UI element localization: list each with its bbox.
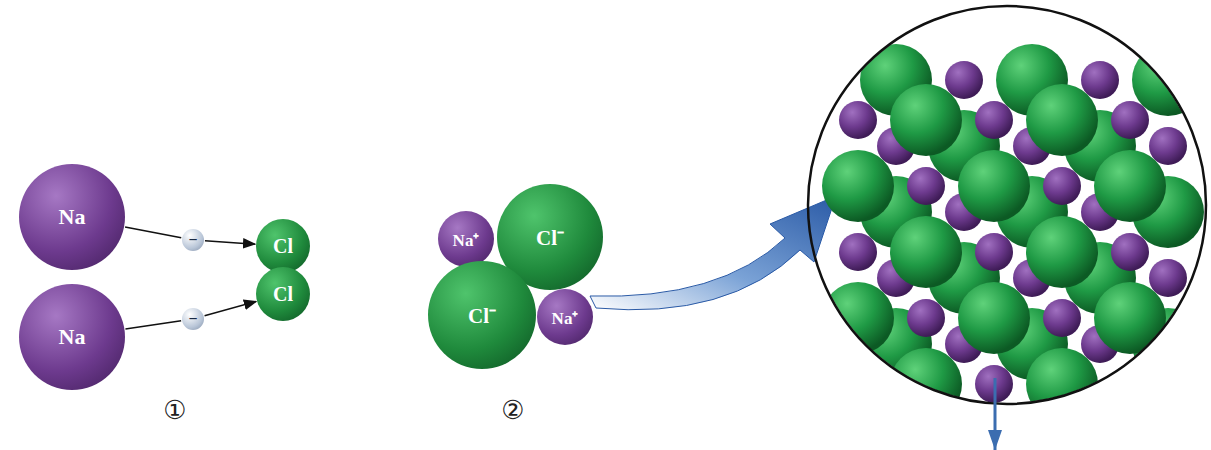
- atom-symbol: Na: [59, 204, 86, 230]
- sodium-atom: Na: [19, 284, 125, 390]
- chloride-ion: [1094, 150, 1166, 222]
- sodium-ion: [839, 101, 877, 139]
- chloride-ion: [890, 84, 962, 156]
- sodium-ion: [945, 61, 983, 99]
- atom-symbol: Cl⁻: [536, 223, 564, 251]
- atom-symbol: Cl: [273, 283, 293, 306]
- front-layer: [822, 84, 1166, 420]
- atom-symbol: Na: [59, 324, 86, 350]
- chloride-ion: [890, 348, 962, 420]
- electron: −: [182, 308, 204, 330]
- atom-symbol: Na⁺: [453, 228, 480, 251]
- sodium-ion: [839, 365, 877, 403]
- sodium-ion: [975, 233, 1013, 271]
- electron-transfer-line: [125, 227, 181, 238]
- crystal-lattice: [822, 44, 1204, 420]
- atom-symbol: −: [188, 231, 197, 249]
- sodium-ion: [1149, 127, 1187, 165]
- chloride-ion: [890, 216, 962, 288]
- pointer-head: [988, 430, 1002, 450]
- sodium-ion: Na⁺: [537, 289, 593, 345]
- back-layer: [860, 44, 1204, 380]
- chloride-ion: [822, 282, 894, 354]
- chloride-ion: [1132, 44, 1204, 116]
- atom-symbol: −: [188, 310, 197, 328]
- sodium-ion: [907, 299, 945, 337]
- step-number: ①: [163, 395, 186, 425]
- sodium-ion: [1111, 101, 1149, 139]
- electron: −: [182, 229, 204, 251]
- sodium-ion: [975, 101, 1013, 139]
- chloride-ion: [1026, 84, 1098, 156]
- chloride-ion: Cl⁻: [428, 261, 536, 369]
- chlorine-atom: Cl: [256, 219, 310, 273]
- sodium-ion: Na⁺: [438, 211, 494, 267]
- electron-transfer-line: [205, 301, 256, 315]
- sodium-ion: [1043, 167, 1081, 205]
- electron-transfer-line: [205, 241, 255, 244]
- chloride-ion: [958, 282, 1030, 354]
- atom-symbol: Cl: [273, 235, 293, 258]
- magnifier-circle: [808, 6, 1206, 404]
- sodium-ion: [1081, 61, 1119, 99]
- chloride-ion: [958, 150, 1030, 222]
- chloride-ion: [1026, 216, 1098, 288]
- chloride-ion: [822, 150, 894, 222]
- atom-symbol: Cl⁻: [468, 301, 496, 329]
- sodium-ion: [1111, 233, 1149, 271]
- step-number: ②: [501, 395, 524, 425]
- sodium-ion: [1043, 299, 1081, 337]
- sodium-ion: [907, 167, 945, 205]
- chloride-ion: [1026, 348, 1098, 420]
- atom-symbol: Na⁺: [552, 306, 579, 329]
- sodium-ion: [1149, 259, 1187, 297]
- chloride-ion: [1094, 282, 1166, 354]
- transfer-arrow: [590, 196, 836, 310]
- chlorine-atom: Cl: [256, 267, 310, 321]
- sodium-ion: [839, 233, 877, 271]
- sodium-atom: Na: [19, 164, 125, 270]
- electron-transfer-line: [125, 321, 181, 329]
